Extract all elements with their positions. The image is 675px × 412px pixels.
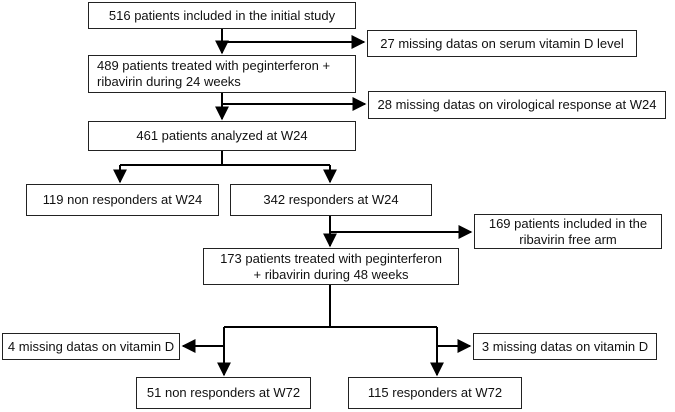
box-missing-virological: 28 missing datas on virological response…: [368, 91, 666, 119]
box-non-responders-w72-label: 51 non responders at W72: [146, 385, 301, 400]
box-responders-w24-label: 342 responders at W24: [263, 192, 399, 207]
box-treated-24w-line1: 489 patients treated with peginterferon …: [97, 58, 331, 73]
box-missing-vitd-right: 3 missing datas on vitamin D: [473, 333, 657, 360]
box-missing-vitd-left-label: 4 missing datas on vitamin D: [7, 338, 175, 354]
box-initial-study-label: 516 patients included in the initial stu…: [108, 7, 336, 23]
box-missing-virological-label: 28 missing datas on virological response…: [377, 97, 657, 112]
box-responders-w24: 342 responders at W24: [230, 184, 432, 216]
box-treated-48w-line2: + ribavirin during 48 weeks: [253, 266, 409, 282]
box-analyzed-w24: 461 patients analyzed at W24: [88, 121, 356, 151]
box-non-responders-w24: 119 non responders at W24: [26, 184, 219, 216]
box-ribavirin-free-line2: ribavirin free arm: [519, 231, 617, 247]
box-missing-vitd-serum-label: 27 missing datas on serum vitamin D leve…: [380, 35, 624, 51]
box-responders-w72: 115 responders at W72: [348, 377, 522, 409]
box-missing-vitd-serum: 27 missing datas on serum vitamin D leve…: [367, 30, 637, 57]
box-treated-48w: 173 patients treated with peginterferon …: [203, 248, 459, 285]
box-non-responders-w24-label: 119 non responders at W24: [42, 192, 203, 207]
box-missing-vitd-right-label: 3 missing datas on vitamin D: [481, 338, 649, 354]
box-responders-w72-label: 115 responders at W72: [367, 385, 503, 400]
box-treated-24w-line2: ribavirin during 24 weeks: [97, 74, 241, 89]
box-ribavirin-free-arm: 169 patients included in the ribavirin f…: [474, 214, 662, 249]
box-treated-24w: 489 patients treated with peginterferon …: [88, 55, 356, 93]
box-missing-vitd-left: 4 missing datas on vitamin D: [2, 333, 180, 360]
box-ribavirin-free-line1: 169 patients included in the: [488, 215, 648, 231]
box-treated-48w-line1: 173 patients treated with peginterferon: [220, 250, 442, 266]
box-non-responders-w72: 51 non responders at W72: [136, 377, 311, 409]
box-initial-study: 516 patients included in the initial stu…: [88, 2, 356, 29]
box-analyzed-w24-label: 461 patients analyzed at W24: [136, 128, 308, 143]
